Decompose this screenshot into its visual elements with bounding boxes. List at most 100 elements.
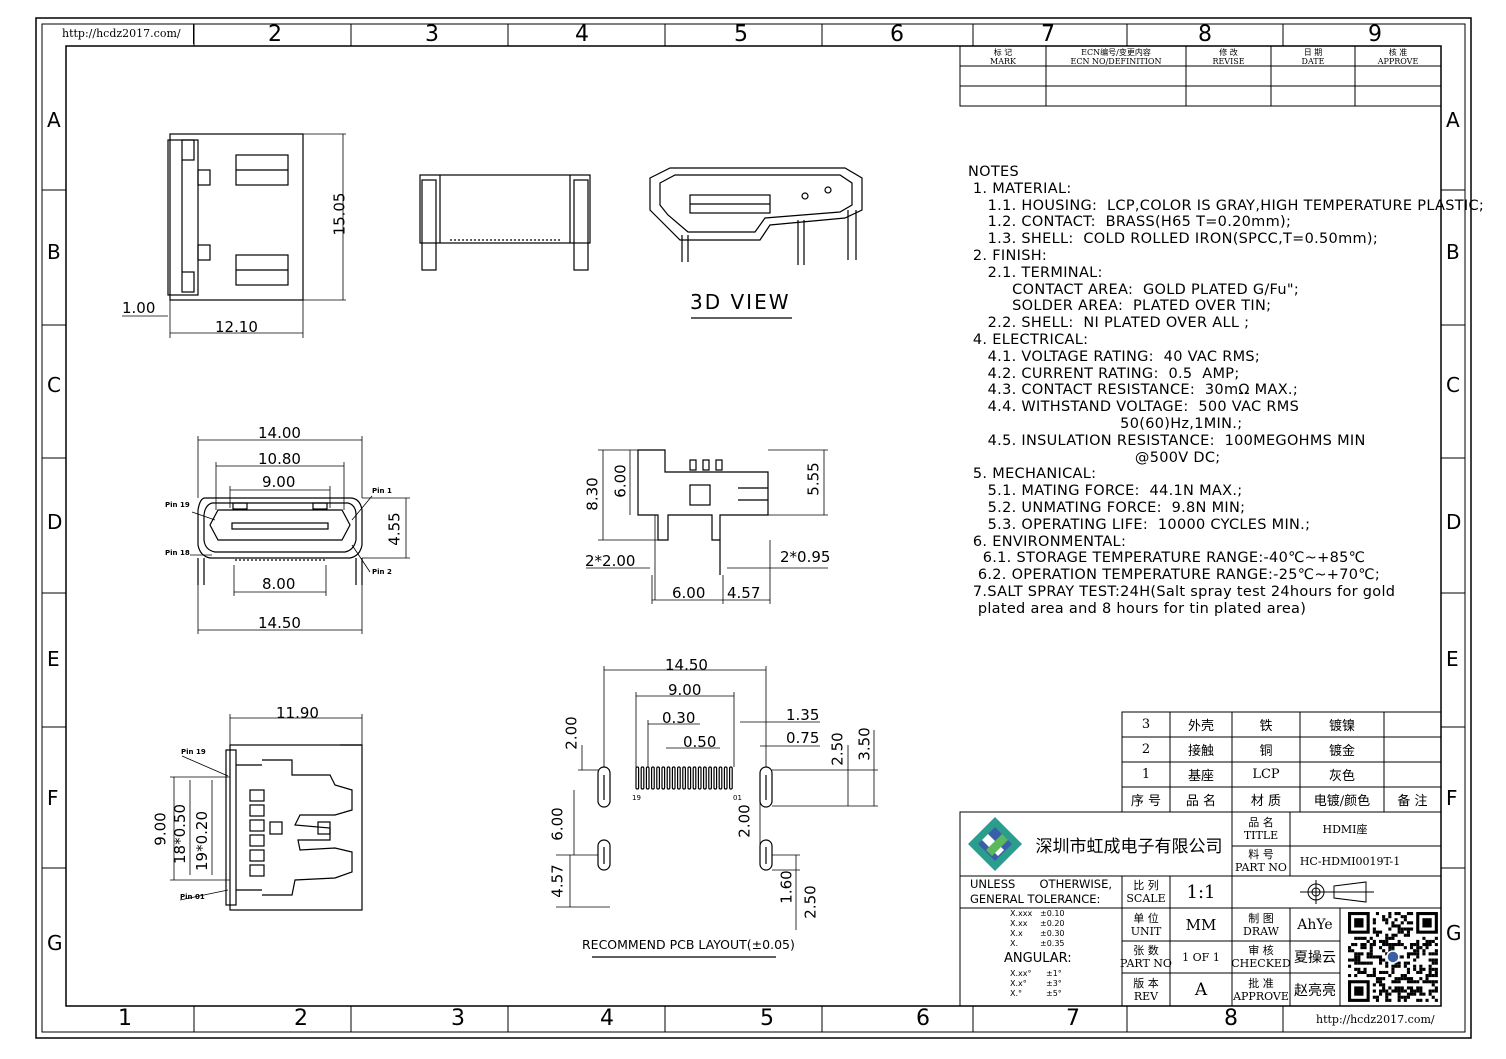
zone-right-c: C xyxy=(1446,373,1460,397)
pcb-pad xyxy=(702,766,707,790)
tol-v-1: ±0.20 xyxy=(1040,919,1065,928)
pcb-pad xyxy=(728,766,733,790)
bom-header-finish: 电镀/颜色 xyxy=(1313,794,1371,809)
notes-line: 1. MATERIAL: xyxy=(968,180,1072,197)
bom-row-1-no: 1 xyxy=(1141,767,1151,782)
dim-pcb-2-00-mid: 2.00 xyxy=(735,804,754,838)
pcb-pad xyxy=(640,766,645,790)
part-value: HC-HDMI0019T-1 xyxy=(1299,854,1401,868)
notes-line: 6. ENVIRONMENTAL: xyxy=(968,533,1127,550)
bom-row-3-name: 外壳 xyxy=(1187,719,1214,734)
bom-row-2-name: 接触 xyxy=(1187,744,1214,759)
tol-k-3: X. xyxy=(1010,939,1019,948)
top-view-drawing xyxy=(122,133,346,338)
notes-line: 4.2. CURRENT RATING: 0.5 AMP; xyxy=(968,365,1240,382)
bom-row-2-no: 2 xyxy=(1141,742,1151,757)
zone-right-g: G xyxy=(1446,921,1462,945)
pcb-pad xyxy=(713,766,718,790)
tol-v-3: ±0.35 xyxy=(1040,939,1065,948)
ang-k-1: X.x° xyxy=(1010,979,1027,988)
bom-header-name: 品 名 xyxy=(1185,794,1217,809)
zone-right-e: E xyxy=(1446,647,1459,671)
notes-line: 4.1. VOLTAGE RATING: 40 VAC RMS; xyxy=(968,348,1261,365)
zone-top-6: 6 xyxy=(890,22,904,47)
zone-bottom-7: 7 xyxy=(1066,1006,1080,1031)
dim-front-4-55: 4.55 xyxy=(385,512,404,546)
notes-block: NOTES 1. MATERIAL: 1.1. HOUSING: LCP,COL… xyxy=(968,164,1484,618)
dim-pcb-6-00: 6.00 xyxy=(548,807,567,841)
pin-label-18-front: Pin 18 xyxy=(165,549,190,557)
tol-v-0: ±0.10 xyxy=(1040,909,1065,918)
tol-k-2: X.x xyxy=(1010,929,1023,938)
dim-bottom-11-90: 11.90 xyxy=(276,704,319,722)
ang-k-0: X.xx° xyxy=(1010,969,1032,978)
dim-front-14-50: 14.50 xyxy=(258,614,301,632)
dim-pcb-9-00: 9.00 xyxy=(668,681,702,699)
pin-label-01-bottom: Pin 01 xyxy=(180,893,205,901)
dim-top-height: 15.05 xyxy=(330,192,349,236)
dim-front-14-00: 14.00 xyxy=(258,424,301,442)
zone-right-b: B xyxy=(1446,240,1460,264)
zone-ticks-bottom xyxy=(193,1006,1284,1032)
pcb-layout-drawing xyxy=(556,666,878,958)
zone-top-4: 4 xyxy=(575,22,589,47)
bom-row-3-finish: 镀镍 xyxy=(1328,719,1355,734)
dim-side-2x0-95: 2*0.95 xyxy=(780,548,831,566)
url-top-box xyxy=(56,24,194,44)
dim-pcb-2-50: 2.50 xyxy=(828,732,847,766)
zone-left-b: B xyxy=(47,240,61,264)
dim-pcb-4-57: 4.57 xyxy=(548,864,567,898)
front-view-drawing xyxy=(190,436,410,634)
zone-top-5: 5 xyxy=(734,22,748,47)
zone-left-c: C xyxy=(47,373,61,397)
pin-label-2-front: Pin 2 xyxy=(372,568,392,576)
bom-row-1-finish: 灰色 xyxy=(1328,769,1355,784)
zone-left-e: E xyxy=(47,647,60,671)
bom-row-2-material: 铜 xyxy=(1259,744,1273,759)
zone-right-d: D xyxy=(1446,510,1462,534)
notes-line: 7.SALT SPRAY TEST:24H(Salt spray test 24… xyxy=(968,583,1396,600)
dim-top-1-00: 1.00 xyxy=(122,299,156,317)
draw-value: AhYe xyxy=(1297,916,1333,933)
pcb-layout-label: RECOMMEND PCB LAYOUT(±0.05) xyxy=(582,937,795,952)
dim-pcb-2-50-bottom: 2.50 xyxy=(801,885,820,919)
zone-top-7: 7 xyxy=(1041,22,1055,47)
pcb-pad xyxy=(645,766,650,790)
dim-pcb-14-50: 14.50 xyxy=(665,656,708,674)
tol-v-2: ±0.30 xyxy=(1040,929,1065,938)
dim-pcb-1-35: 1.35 xyxy=(786,706,820,724)
dim-pcb-1-60: 1.60 xyxy=(777,870,796,904)
zone-bottom-8: 8 xyxy=(1224,1006,1238,1031)
approve-value: 赵亮亮 xyxy=(1294,982,1336,999)
pin-label-19-bottom: Pin 19 xyxy=(181,748,206,756)
zone-top-9: 9 xyxy=(1368,22,1382,47)
notes-line: 4.4. WITHSTAND VOLTAGE: 500 VAC RMS xyxy=(968,399,1300,416)
tol-k-0: X.xxx xyxy=(1010,909,1033,918)
url-bottom[interactable]: http://hcdz2017.com/ xyxy=(1316,1013,1435,1026)
dim-pcb-0-75: 0.75 xyxy=(786,729,820,747)
bom-header-remark: 备 注 xyxy=(1397,794,1428,809)
url-top[interactable]: http://hcdz2017.com/ xyxy=(62,27,181,40)
dim-bottom-19x0-20: 19*0.20 xyxy=(193,811,211,871)
tol-k-1: X.xx xyxy=(1010,919,1028,928)
dim-pcb-2-00-left: 2.00 xyxy=(562,716,581,750)
pcb-pin-01: 01 xyxy=(733,794,742,802)
notes-line: SOLDER AREA: PLATED OVER TIN; xyxy=(968,298,1272,315)
pcb-pad xyxy=(708,766,712,790)
notes-line: 5. MECHANICAL: xyxy=(968,466,1097,483)
pcb-pad xyxy=(697,766,702,790)
pcb-pad xyxy=(661,766,666,790)
view-3d-label: 3D VIEW xyxy=(690,290,791,314)
pcb-pin-19: 19 xyxy=(632,794,641,802)
pcb-pad xyxy=(666,766,671,790)
zone-ticks-top xyxy=(193,24,1284,46)
pcb-pad xyxy=(650,766,655,790)
zone-left-a: A xyxy=(47,108,61,132)
angular-table: X.xx°±1° X.x°±3° X.°±5° xyxy=(1010,969,1062,999)
rev-value: A xyxy=(1194,979,1208,1000)
dim-pcb-0-30: 0.30 xyxy=(662,709,696,727)
